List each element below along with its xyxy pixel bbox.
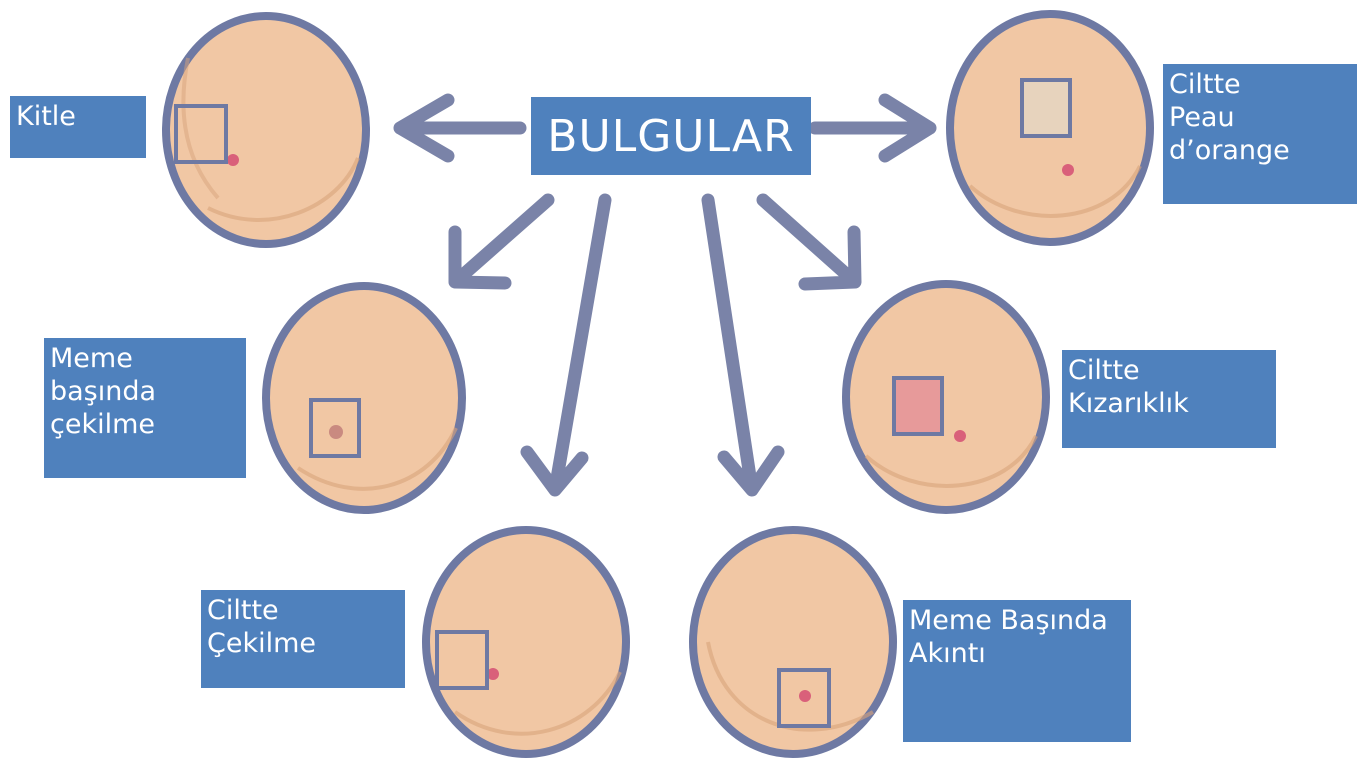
bulgular-title: BULGULAR [531, 97, 811, 175]
breast-illustration-ciltte-kizariklik [836, 276, 1056, 518]
breast-illustration-peau-dorange [940, 6, 1160, 250]
arrow-to-ciltte-cekilme [527, 200, 605, 490]
arrow-to-meme-basinda-cekilme [455, 200, 548, 283]
arrow-to-ciltte-kizariklik [763, 200, 855, 284]
label-kitle: Kitle [10, 96, 146, 158]
label-ciltte-cekilme: Ciltte Çekilme [201, 590, 405, 688]
arrow-to-peau-dorange [815, 100, 930, 156]
nipple-marker [1062, 164, 1074, 176]
finding-box [1022, 80, 1070, 136]
breast-illustration-kitle [158, 8, 374, 252]
finding-box [894, 378, 942, 434]
label-meme-basinda-cekilme: Meme başında çekilme [44, 338, 246, 478]
nipple-marker [227, 154, 239, 166]
nipple-marker [799, 690, 811, 702]
breast-illustration-ciltte-cekilme [415, 522, 637, 762]
label-meme-basinda-akinti: Meme Başında Akıntı [903, 600, 1131, 742]
nipple-marker [954, 430, 966, 442]
nipple-marker [329, 425, 343, 439]
arrow-to-meme-basinda-akinti [708, 200, 778, 490]
label-peau-dorange: Ciltte Peau d’orange [1163, 64, 1357, 204]
label-ciltte-kizariklik: Ciltte Kızarıklık [1062, 350, 1276, 448]
breast-illustration-meme-basinda-akinti [683, 522, 903, 762]
breast-illustration-meme-basinda-cekilme [258, 278, 470, 518]
arrow-to-kitle [400, 100, 520, 156]
